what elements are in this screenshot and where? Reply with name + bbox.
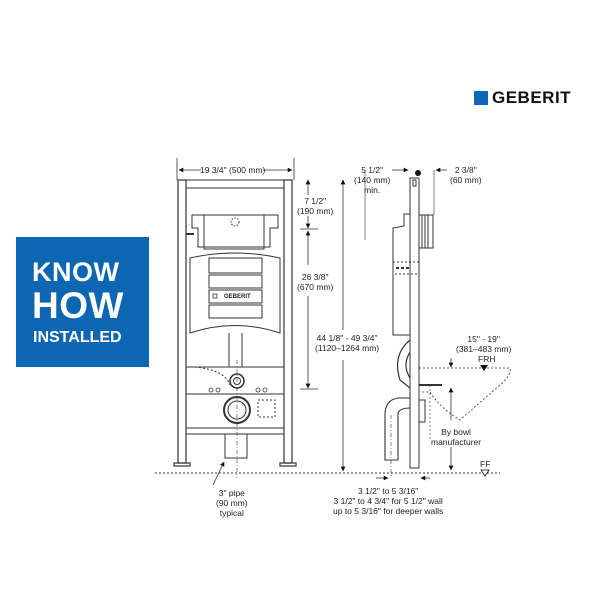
depth-note-line-1: 3 1/2" to 5 3/16" <box>357 486 419 496</box>
badge-line-3: INSTALLED <box>33 329 122 346</box>
wall-depth-imperial: 5 1/2" <box>361 165 384 175</box>
front-view-dimensions <box>300 179 346 472</box>
badge-line-1: KNOW <box>32 257 120 287</box>
pipe-note-line-1: 3" pipe <box>218 488 245 498</box>
frh-label: FRH <box>478 354 496 364</box>
ff-label: FF <box>480 459 491 469</box>
bowl-note-line-2: manufacturer <box>431 437 482 447</box>
depth-note-line-2: 3 1/2" to 4 3/4" for 5 1/2" wall <box>333 496 443 506</box>
side-view-frame <box>364 167 511 481</box>
total-height-imperial: 44 1/8" - 49 3/4" <box>316 333 378 343</box>
plate-logo-panel <box>208 289 263 304</box>
logo-text: GEBERIT <box>492 88 572 107</box>
plate-height-imperial: 26 3/8" <box>301 272 329 282</box>
pipe-note-line-2: (90 mm) <box>216 498 248 508</box>
logo-square-icon <box>474 91 488 105</box>
top-to-plate-imperial: 7 1/2" <box>304 196 327 206</box>
depth-note-line-3: up to 5 3/16" for deeper walls <box>333 506 444 516</box>
know-how-installed-badge: KNOW HOW INSTALLED <box>16 237 149 367</box>
top-to-plate-metric: (190 mm) <box>297 206 334 216</box>
plate-offset-metric: (60 mm) <box>450 175 482 185</box>
bowl-note-line-1: By bowl <box>441 427 471 437</box>
plate-offset-imperial: 2 3/8" <box>454 165 477 175</box>
total-height-dimension: 44 1/8" - 49 3/4" (1120–1264 mm) <box>315 333 379 353</box>
pipe-note-line-3: typical <box>219 508 244 518</box>
wall-depth-metric: (140 mm) <box>354 175 391 185</box>
cistern-plate-logo: GEBERIT <box>224 294 251 300</box>
pipe-note: 3" pipe (90 mm) typical <box>216 488 248 518</box>
total-height-metric: (1120–1264 mm) <box>315 343 380 353</box>
bowl-height-dimension: 15" - 19" (381–483 mm) <box>456 334 511 354</box>
top-to-plate-dimension: 7 1/2" (190 mm) <box>297 196 333 216</box>
bowl-manufacturer-note: By bowl manufacturer <box>431 427 482 447</box>
plate-height-dimension: 26 3/8" (670 mm) <box>297 272 333 292</box>
wall-depth-dimension: 5 1/2" (140 mm) min. <box>354 165 390 195</box>
geberit-logo: GEBERIT <box>474 88 571 108</box>
bowl-height-imperial: 15" - 19" <box>467 334 500 344</box>
plate-height-metric: (670 mm) <box>297 282 334 292</box>
width-dimension-label: 19 3/4" (500 mm) <box>200 165 266 175</box>
badge-line-2: HOW <box>32 285 124 326</box>
bowl-height-metric: (381–483 mm) <box>456 344 512 354</box>
depth-notes: 3 1/2" to 5 3/16" 3 1/2" to 4 3/4" for 5… <box>333 486 443 516</box>
plate-offset-dimension: 2 3/8" (60 mm) <box>450 165 482 185</box>
front-view-frame <box>173 158 297 486</box>
wall-depth-note: min. <box>364 185 381 195</box>
